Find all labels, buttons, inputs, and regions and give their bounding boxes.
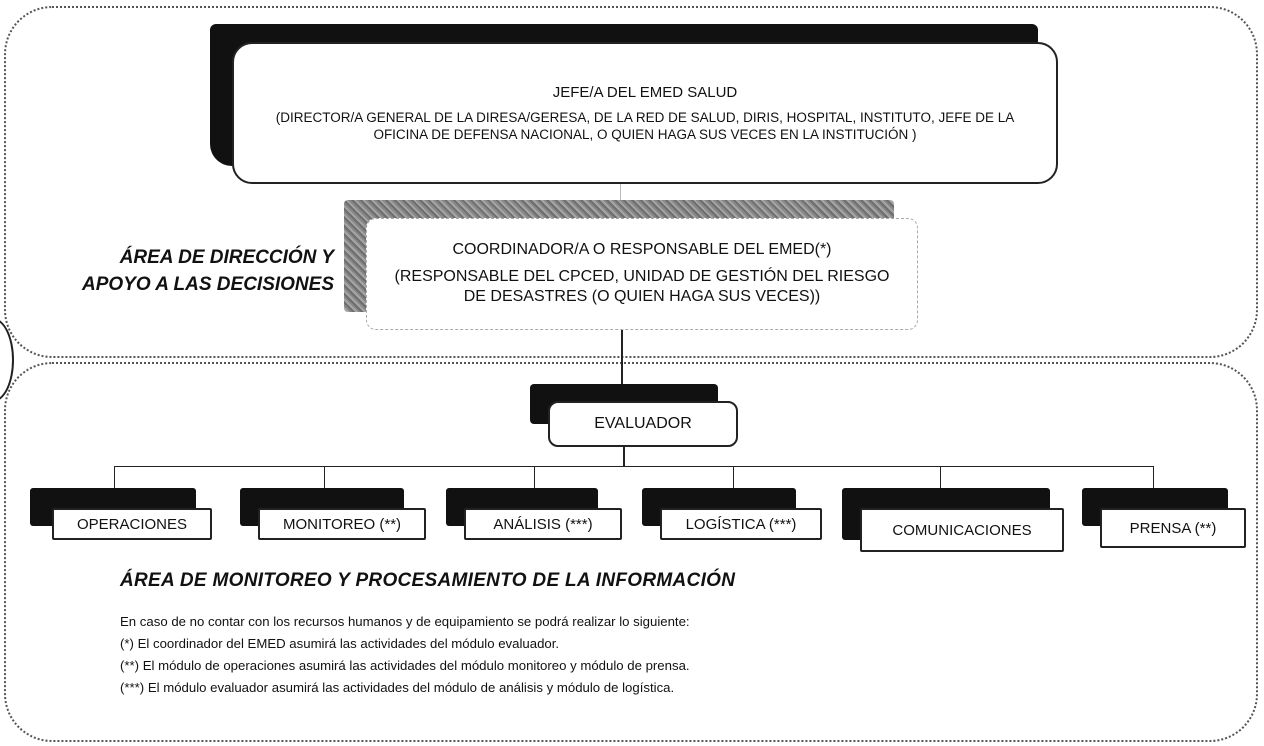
logistica-label: LOGÍSTICA (***): [685, 515, 797, 533]
connector-logistica: [733, 466, 734, 488]
coordinador-title: COORDINADOR/A O RESPONSABLE DEL EMED(*): [452, 241, 832, 258]
area-direccion-label: ÁREA DE DIRECCIÓN Y APOYO A LAS DECISION…: [14, 244, 334, 298]
comunicaciones-node: COMUNICACIONES: [860, 508, 1064, 552]
jefe-description: (DIRECTOR/A GENERAL DE LA DIRESA/GERESA,…: [275, 109, 1015, 142]
jefe-title: JEFE/A DEL EMED SALUD: [552, 83, 738, 101]
note-3: (***) El módulo evaluador asumirá las ac…: [120, 680, 675, 695]
monitoreo-label: MONITOREO (**): [282, 515, 402, 533]
connector-comunicaciones: [940, 466, 941, 488]
direction-area-region: [4, 6, 1258, 358]
connector-modules-bar: [114, 466, 1154, 467]
analisis-label: ANÁLISIS (***): [493, 515, 593, 533]
note-intro: En caso de no contar con los recursos hu…: [120, 614, 690, 629]
area-direccion-line2: APOYO A LAS DECISIONES: [82, 274, 334, 295]
note-2: (**) El módulo de operaciones asumirá la…: [120, 658, 690, 673]
note-1: (*) El coordinador del EMED asumirá las …: [120, 636, 560, 651]
notes: En caso de no contar con los recursos hu…: [120, 611, 690, 699]
operaciones-node: OPERACIONES: [52, 508, 212, 540]
area-direccion-line1: ÁREA DE DIRECCIÓN Y: [119, 247, 334, 268]
prensa-label: PRENSA (**): [1129, 519, 1217, 537]
connector-evaluador-trunk: [623, 447, 625, 467]
connector-jefe-coordinador: [620, 184, 621, 202]
connector-prensa: [1153, 466, 1154, 488]
monitoring-area-region: [4, 362, 1258, 742]
logistica-node: LOGÍSTICA (***): [660, 508, 822, 540]
comunicaciones-label: COMUNICACIONES: [892, 521, 1032, 539]
connector-operaciones: [114, 466, 115, 488]
coordinador-node: COORDINADOR/A O RESPONSABLE DEL EMED(*) …: [366, 218, 918, 330]
evaluador-node: EVALUADOR: [548, 401, 738, 447]
connector-analisis: [534, 466, 535, 488]
evaluador-label: EVALUADOR: [594, 415, 692, 432]
area-monitoreo-label: ÁREA DE MONITOREO Y PROCESAMIENTO DE LA …: [120, 570, 736, 591]
connector-coordinador-evaluador: [621, 330, 623, 402]
connector-monitoreo: [324, 466, 325, 488]
prensa-node: PRENSA (**): [1100, 508, 1246, 548]
coordinador-description: (RESPONSABLE DEL CPCED, UNIDAD DE GESTIÓ…: [394, 268, 890, 305]
jefe-node: JEFE/A DEL EMED SALUD (DIRECTOR/A GENERA…: [232, 42, 1058, 184]
operaciones-label: OPERACIONES: [76, 515, 188, 533]
monitoreo-node: MONITOREO (**): [258, 508, 426, 540]
analisis-node: ANÁLISIS (***): [464, 508, 622, 540]
